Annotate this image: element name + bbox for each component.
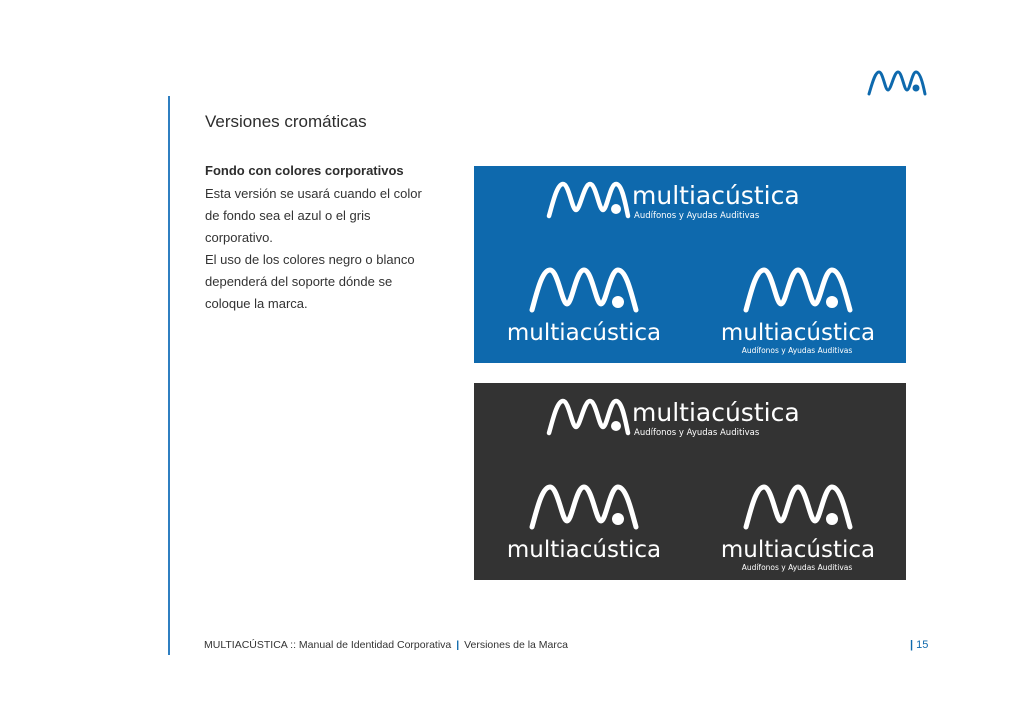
ma-symbol-icon xyxy=(546,398,631,436)
body-text: Esta versión se usará cuando el color de… xyxy=(205,183,435,315)
ma-symbol-icon xyxy=(743,267,853,313)
footer-divider: | xyxy=(456,639,460,651)
logo-panel-blue: multiacústica Audífonos y Ayudas Auditiv… xyxy=(474,166,906,363)
brand-wordmark: multiacústica xyxy=(507,537,661,563)
left-vertical-rule xyxy=(168,96,170,655)
footer: MULTIACÚSTICA :: Manual de Identidad Cor… xyxy=(204,639,568,651)
page-number: |15 xyxy=(910,639,928,651)
paragraph-2: El uso de los colores negro o blanco dep… xyxy=(205,252,415,311)
brand-tagline: Audífonos y Ayudas Auditivas xyxy=(742,563,853,572)
brand-wordmark: multiacústica xyxy=(507,320,661,346)
brand-tagline: Audífonos y Ayudas Auditivas xyxy=(742,346,853,355)
ma-logo-icon xyxy=(867,70,927,96)
brand-tagline: Audífonos y Ayudas Auditivas xyxy=(634,428,760,438)
footer-section: Versiones de la Marca xyxy=(464,639,568,651)
page-number-divider: | xyxy=(910,639,914,651)
footer-brand: MULTIACÚSTICA xyxy=(204,639,288,651)
subheading: Fondo con colores corporativos xyxy=(205,163,404,178)
ma-symbol-icon xyxy=(743,484,853,530)
ma-symbol-icon xyxy=(529,484,639,530)
page-number-value: 15 xyxy=(916,639,929,651)
brand-wordmark: multiacústica xyxy=(721,320,875,346)
section-title: Versiones cromáticas xyxy=(205,112,367,131)
brand-wordmark: multiacústica xyxy=(721,537,875,563)
brand-wordmark: multiacústica xyxy=(632,181,800,210)
brand-tagline: Audífonos y Ayudas Auditivas xyxy=(634,211,760,221)
ma-symbol-icon xyxy=(546,181,631,219)
paragraph-1: Esta versión se usará cuando el color de… xyxy=(205,186,422,245)
brand-wordmark: multiacústica xyxy=(632,398,800,427)
ma-symbol-icon xyxy=(529,267,639,313)
logo-panel-gray: multiacústica Audífonos y Ayudas Auditiv… xyxy=(474,383,906,580)
footer-separator: :: xyxy=(290,639,296,651)
footer-manual: Manual de Identidad Corporativa xyxy=(298,639,452,651)
